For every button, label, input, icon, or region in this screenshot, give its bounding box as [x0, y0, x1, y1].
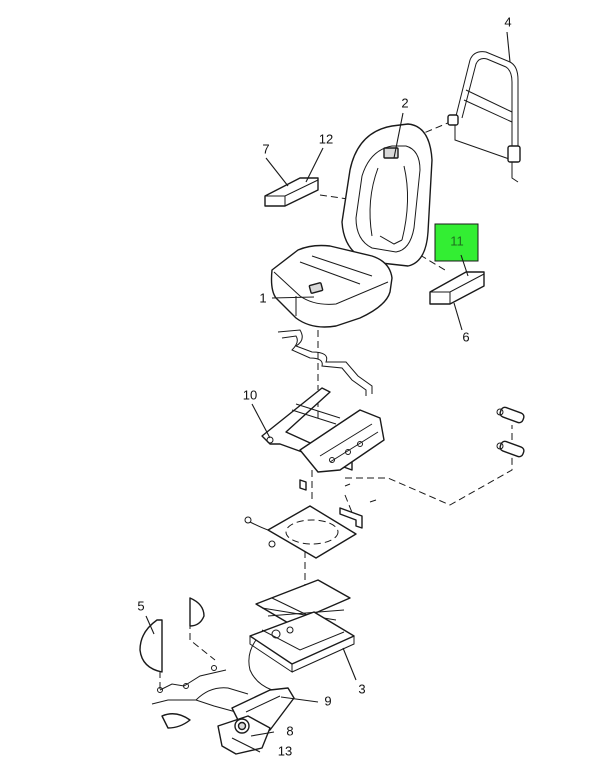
callout-13: 13 — [278, 743, 292, 758]
highlight-box-part-11 — [434, 223, 479, 262]
callout-10: 10 — [243, 387, 257, 402]
leader-lines — [145, 31, 511, 753]
seat-pan-wire — [277, 329, 373, 396]
callout-3: 3 — [358, 681, 365, 696]
callout-1: 1 — [259, 290, 266, 305]
callout-6: 6 — [462, 329, 469, 344]
part-5-side-cover — [139, 597, 205, 729]
mounting-brackets — [299, 479, 377, 529]
callout-12: 12 — [319, 131, 333, 146]
callout-5: 5 — [137, 598, 144, 613]
part-13-side-shield — [217, 715, 271, 755]
part-1-seat-cushion — [270, 244, 393, 328]
part-3-suspension-base — [249, 579, 355, 673]
part-10-seat-frame — [261, 387, 385, 473]
part-6-right-armrest — [429, 271, 485, 305]
linkage-parts-right — [496, 406, 525, 458]
swivel-plate — [244, 505, 357, 559]
callout-7: 7 — [262, 141, 269, 156]
part-7-left-armrest — [264, 177, 319, 207]
part-2-seat-back — [341, 123, 433, 267]
callout-9: 9 — [324, 693, 331, 708]
callout-2: 2 — [401, 95, 408, 110]
callout-4: 4 — [504, 14, 511, 29]
part-4-back-frame — [447, 51, 521, 183]
callouts: 1 2 3 4 5 6 7 8 9 10 11 12 13 — [137, 14, 511, 758]
callout-8: 8 — [286, 723, 293, 738]
callout-11: 11 — [450, 233, 464, 248]
control-cables — [151, 639, 273, 713]
